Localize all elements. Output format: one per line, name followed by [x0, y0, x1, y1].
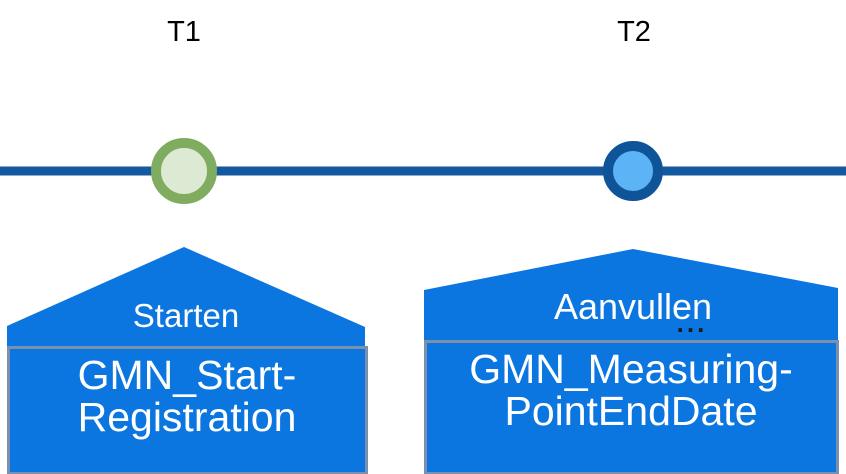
callout-starten-body: GMN_Start- Registration [77, 352, 297, 440]
callout-aanvullen-ellipsis-icon: ... [676, 308, 708, 338]
callout-starten-heading: Starten [132, 297, 240, 334]
timeline-marker-t1[interactable] [151, 138, 217, 204]
callout-starten-pointer [7, 247, 365, 348]
timeline-label-t2: T2 [617, 16, 651, 48]
callout-aanvullen-heading: Aanvullen [553, 286, 713, 327]
callout-aanvullen-body: GMN_Measuring- PointEndDate [469, 346, 793, 434]
timeline-marker-t2[interactable] [603, 141, 663, 201]
callout-aanvullen-pointer [424, 249, 838, 342]
timeline-label-t1: T1 [167, 16, 201, 48]
